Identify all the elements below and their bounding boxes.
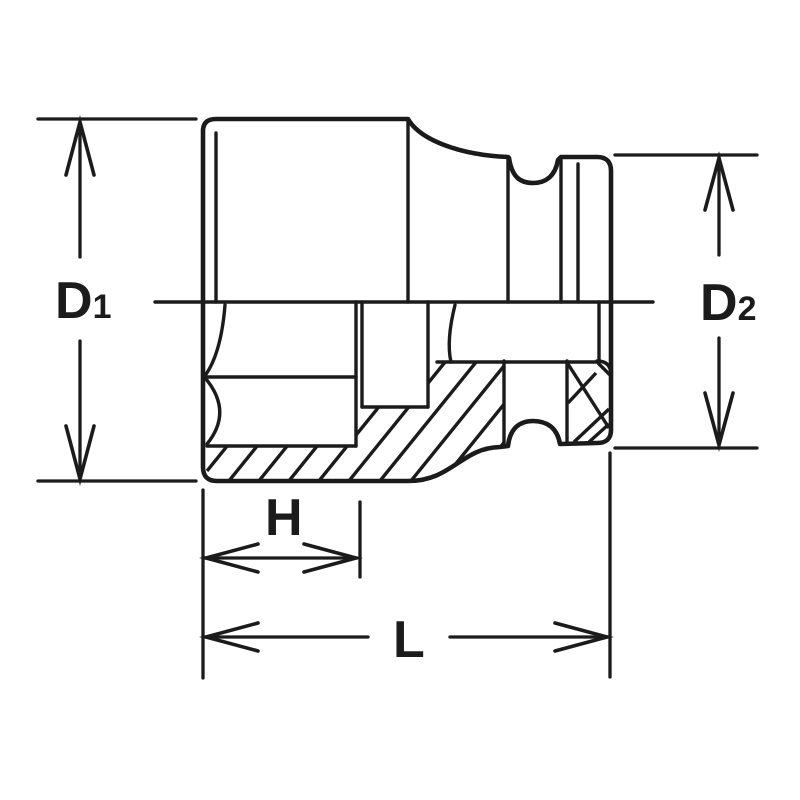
hatch-line [248,362,357,481]
l-arrowhead-right [553,621,614,653]
hatch-line [206,362,267,481]
h-arrowhead-left [199,542,260,574]
hatch-line [369,362,483,481]
mouth-radius-curve [204,377,222,446]
web-transition-curve [447,303,457,364]
hatch-line [400,362,504,481]
d2-arrowhead-down [703,391,735,452]
rim-hatch-line [572,407,611,444]
section-lines [153,119,655,448]
rear-rim-corner [595,359,613,377]
l-arrowhead-left [199,621,260,653]
dimension-d2: D2 [613,151,759,452]
hatch-line [431,362,504,481]
hatch-line [338,362,452,481]
d1-arrowhead-down [64,424,96,487]
dimension-l: L [199,451,614,679]
d1-arrowhead-up [64,114,96,177]
dim-label-l: L [393,611,425,669]
mouth-chamfer-curve [202,303,227,379]
d2-arrowhead-up [703,151,735,212]
dimension-h: H [199,488,363,680]
hatch-line [218,362,327,481]
rim-corner-chord [596,361,612,377]
dim-label-d2: D2 [700,274,756,332]
dimension-d1: D1 [36,114,198,487]
h-arrowhead-right [302,542,363,574]
pin-hole-cone-line [566,371,598,405]
dim-label-h: H [265,489,303,547]
section-hatching-rear-rim [566,361,612,444]
dim-label-d1: D1 [55,272,111,330]
hatch-line [278,362,387,481]
rim-hatch-line [587,422,611,444]
